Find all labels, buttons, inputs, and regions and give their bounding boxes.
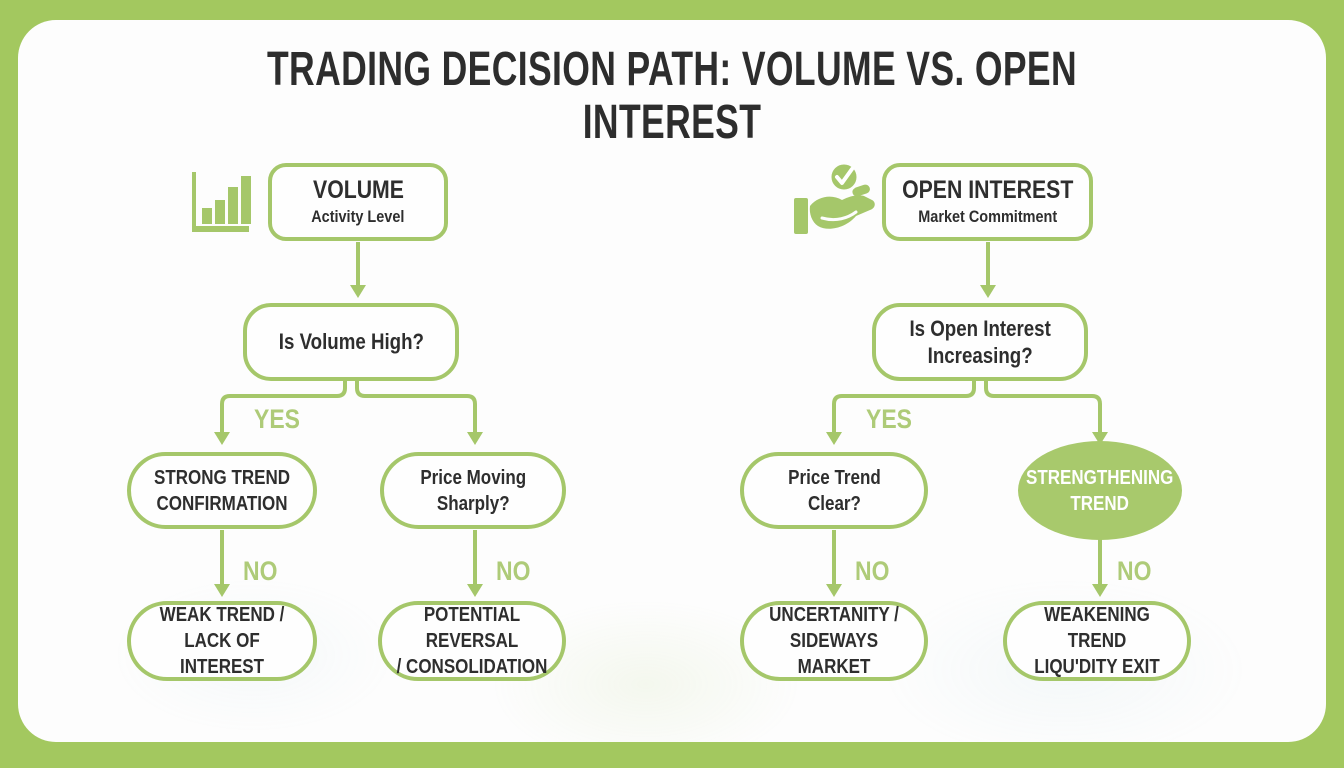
open-interest-subtitle: Market Commitment [918, 207, 1057, 227]
volume-subtitle: Activity Level [311, 207, 405, 227]
price-trend-clear-node: Price Trend Clear? [740, 452, 928, 529]
price-trend-clear-label: Price Trend Clear? [787, 466, 881, 515]
volume-no-label-2: NO [496, 556, 531, 586]
hand-check-icon [794, 162, 875, 234]
weak-trend-label: WEAK TREND / LACK OF INTEREST [159, 604, 285, 678]
volume-title: VOLUME [312, 176, 404, 205]
weak-trend-node: WEAK TREND / LACK OF INTEREST [127, 601, 317, 681]
volume-yes-label: YES [254, 404, 300, 434]
price-moving-sharply-label: Price Moving Sharply? [420, 466, 526, 515]
weakening-trend-label: WEAKENING TREND LIQU'DITY EXIT [1034, 604, 1160, 678]
uncertainty-sideways-node: UNCERTANITY / SIDEWAYS MARKET [740, 601, 928, 681]
price-moving-sharply-node: Price Moving Sharply? [380, 452, 566, 529]
volume-question-box: Is Volume High? [243, 303, 459, 381]
weakening-trend-node: WEAKENING TREND LIQU'DITY EXIT [1003, 601, 1191, 681]
page-title: TRADING DECISION PATH: VOLUME VS. OPEN I… [0, 43, 1344, 150]
open-interest-no-label-2: NO [1117, 556, 1152, 586]
volume-no-label-1: NO [243, 556, 278, 586]
strengthening-trend-label: STRENGTHENING TREND [1026, 466, 1174, 515]
open-interest-yes-label: YES [866, 404, 912, 434]
uncertainty-sideways-label: UNCERTANITY / SIDEWAYS MARKET [769, 604, 899, 678]
open-interest-no-label-1: NO [855, 556, 890, 586]
page-title-text: TRADING DECISION PATH: VOLUME VS. OPEN I… [266, 43, 1078, 149]
potential-reversal-label: POTENTIAL REVERSAL / CONSOLIDATION [396, 604, 548, 678]
open-interest-title: OPEN INTEREST [901, 176, 1074, 205]
bar-chart-icon [192, 172, 251, 232]
strong-trend-confirmation-label: STRONG TREND CONFIRMATION [154, 466, 290, 515]
open-interest-question: Is Open Interest Increasing? [909, 315, 1051, 369]
potential-reversal-node: POTENTIAL REVERSAL / CONSOLIDATION [378, 601, 566, 681]
strengthening-trend-node: STRENGTHENING TREND [1018, 441, 1182, 540]
open-interest-header-box: OPEN INTEREST Market Commitment [882, 163, 1093, 241]
volume-question: Is Volume High? [278, 329, 424, 355]
volume-header-box: VOLUME Activity Level [268, 163, 448, 241]
strong-trend-confirmation-node: STRONG TREND CONFIRMATION [127, 452, 317, 529]
open-interest-question-box: Is Open Interest Increasing? [872, 303, 1088, 381]
